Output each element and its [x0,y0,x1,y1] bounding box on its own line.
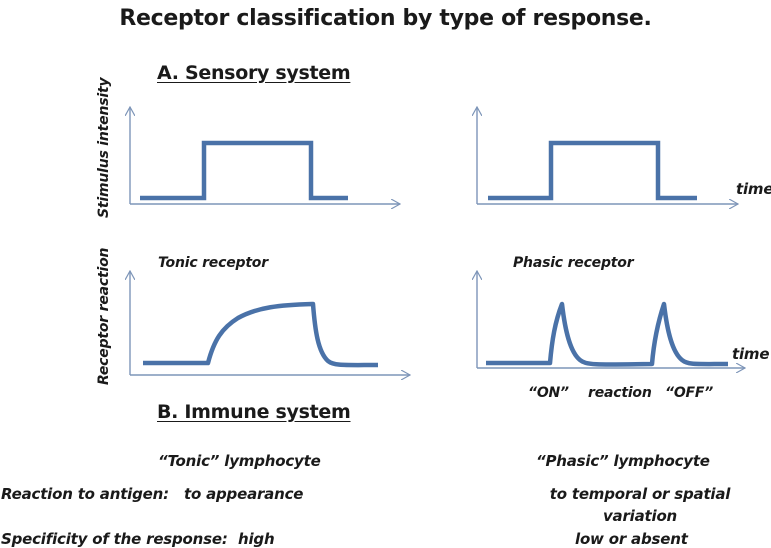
stimulus-curve-left [140,140,348,201]
specificity-label: Specificity of the response: [1,530,228,548]
on-reaction-label: “ON” [528,385,569,401]
tonic-reaction-value: to appearance [184,485,304,503]
phasic-receptor-curve [486,301,729,367]
x-axis-label-time-bottom: time [732,345,770,363]
stimulus-phasic-axes [477,107,738,204]
stimulus-tonic-axes [130,107,400,204]
tonic-lymphocyte-header: “Tonic” lymphocyte [158,452,321,470]
reaction-label: reaction [588,385,652,401]
x-axis-label-time-top: time [736,180,771,198]
phasic-specificity-value: low or absent [575,530,688,548]
page-title: Receptor classification by type of respo… [119,6,652,31]
tonic-specificity-value: high [238,530,275,548]
tonic-receptor-label: Tonic receptor [158,255,268,271]
reaction-to-antigen-label: Reaction to antigen: [1,485,169,503]
off-reaction-label: “OFF” [665,385,714,401]
phasic-receptor-label: Phasic receptor [513,255,634,271]
phasic-reaction-axes [477,271,745,368]
section-a-heading: A. Sensory system [157,62,351,84]
tonic-receptor-curve [143,301,379,368]
phasic-reaction-value-line1: to temporal or spatial [549,485,731,503]
tonic-reaction-axes [130,271,410,375]
section-b-heading: B. Immune system [157,401,351,423]
stimulus-curve-right [488,140,697,201]
phasic-lymphocyte-header: “Phasic” lymphocyte [536,452,710,470]
phasic-reaction-value-line2: variation [602,507,678,525]
